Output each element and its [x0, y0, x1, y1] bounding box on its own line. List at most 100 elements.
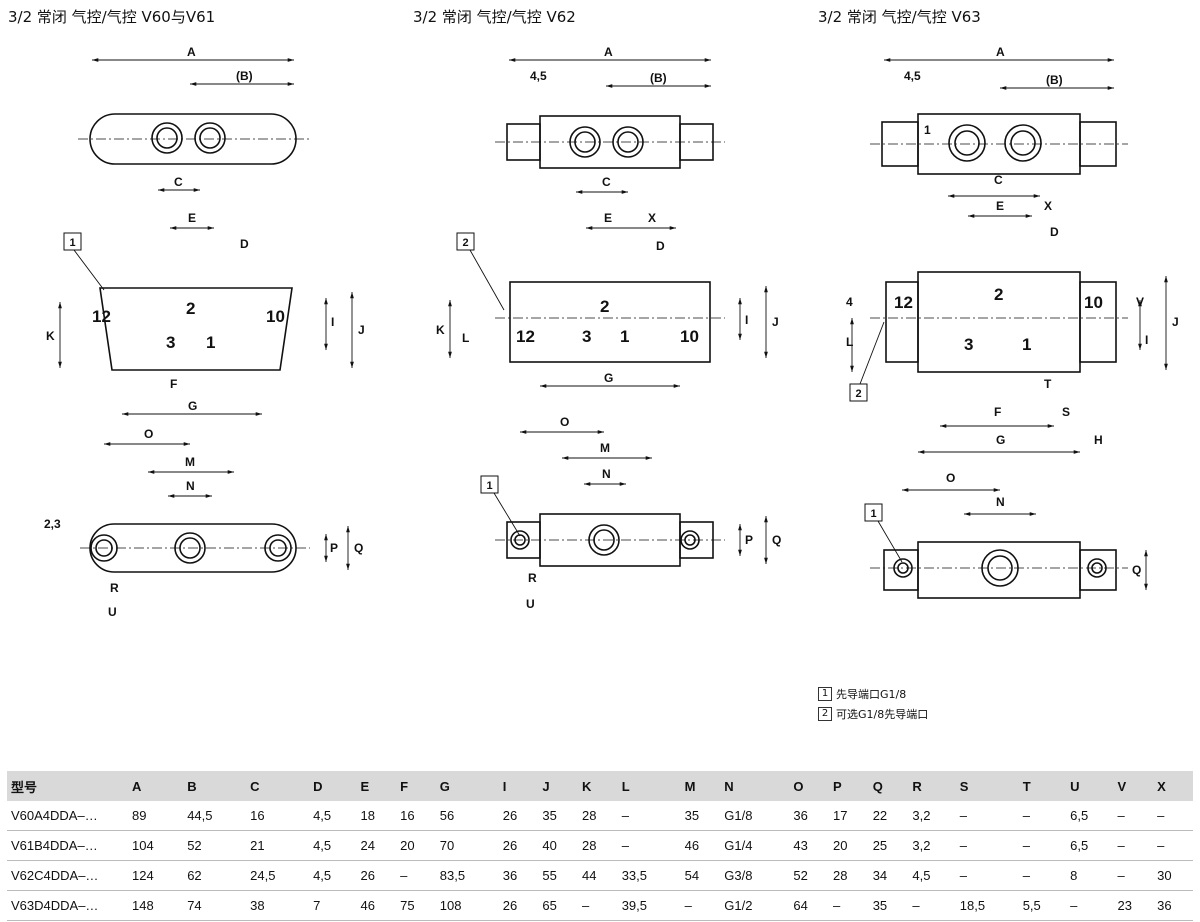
table-cell: – — [908, 890, 956, 921]
col-header: B — [183, 771, 247, 801]
v60-port-2: 2 — [186, 299, 195, 318]
table-cell: – — [396, 860, 436, 891]
table-cell: 35 — [680, 801, 721, 831]
table-cell: 4,5 — [309, 801, 357, 831]
col-header: D — [309, 771, 357, 801]
col-header: Q — [868, 771, 909, 801]
v62-callout-1: 1 — [486, 480, 492, 492]
v62-dim-a: A — [604, 45, 613, 59]
col-header: A — [128, 771, 184, 801]
v60-port-10: 10 — [266, 307, 285, 326]
v62-dim-i: I — [745, 313, 748, 327]
v63-port-3: 3 — [964, 335, 973, 354]
v60-dim-m: M — [185, 455, 195, 469]
title-v63: 3/2 常闭 气控/气控 V63 — [818, 8, 981, 26]
table-cell: 20 — [829, 830, 869, 861]
table-cell: 3,2 — [908, 830, 956, 861]
title-v62: 3/2 常闭 气控/气控 V62 — [413, 8, 576, 26]
v63-dim-j: J — [1172, 315, 1179, 329]
table-cell: 44 — [578, 860, 618, 891]
v60-dim-i: I — [331, 315, 334, 329]
table-cell: 33,5 — [617, 860, 681, 891]
table-cell: 24,5 — [246, 860, 310, 891]
v62-dim-g: G — [604, 371, 613, 385]
v63-dim-a: A — [996, 45, 1005, 59]
v62-dim-u: U — [526, 597, 535, 611]
table-cell: G1/8 — [720, 801, 790, 831]
v60-dim-f: F — [170, 377, 177, 391]
table-cell: 70 — [435, 830, 499, 861]
table-cell: – — [1018, 860, 1067, 891]
table-row: V63D4DDA–… 148 74 38 7 46 75 108 26 65 –… — [7, 890, 1193, 921]
table-cell: 38 — [246, 890, 310, 921]
table-cell: 52 — [789, 860, 830, 891]
v63-dim-4: 4 — [846, 295, 853, 309]
table-cell: 25 — [868, 830, 909, 861]
table-row: V60A4DDA–… 89 44,5 16 4,5 18 16 56 26 35… — [7, 801, 1193, 831]
col-header: F — [396, 771, 436, 801]
v63-dim-x: X — [1044, 199, 1052, 213]
table-cell: 46 — [356, 890, 397, 921]
table-cell: 28 — [578, 801, 618, 831]
table-cell: – — [955, 801, 1019, 831]
v62-dim-q: Q — [772, 533, 781, 547]
v63-dim-1: 1 — [924, 123, 931, 137]
v63-port-12: 12 — [894, 293, 913, 312]
table-cell: – — [1153, 801, 1193, 831]
table-cell: 6,5 — [1066, 801, 1114, 831]
table-cell: 34 — [868, 860, 909, 891]
v60-dim-e: E — [188, 211, 196, 225]
table-cell: 18 — [356, 801, 397, 831]
v62-dim-o: O — [560, 415, 569, 429]
table-cell: 18,5 — [955, 890, 1019, 921]
v62-port-3: 3 — [582, 327, 591, 346]
table-cell: – — [1113, 860, 1154, 891]
v62-dim-l: L — [462, 331, 469, 345]
table-cell: 28 — [829, 860, 869, 891]
table-header-row: 型号 A B C D E F G I J K L M N O P Q R S T… — [7, 771, 1193, 801]
table-cell: 20 — [396, 830, 436, 861]
table-cell: 89 — [128, 801, 184, 831]
table-cell: 4,5 — [908, 860, 956, 891]
v63-port-10: 10 — [1084, 293, 1103, 312]
col-header: U — [1066, 771, 1114, 801]
table-cell: – — [1018, 801, 1067, 831]
table-cell: – — [829, 890, 869, 921]
v63-dim-v: V — [1136, 295, 1144, 309]
legend-text: 可选G1/8先导端口 — [836, 708, 929, 721]
v63-dim-i: I — [1145, 333, 1148, 347]
legend-text: 先导端口G1/8 — [836, 688, 907, 701]
table-cell: 30 — [1153, 860, 1193, 891]
table-cell: 6,5 — [1066, 830, 1114, 861]
v62-port-10: 10 — [680, 327, 699, 346]
v62-dim-c: C — [602, 175, 611, 189]
table-cell: 17 — [829, 801, 869, 831]
table-cell: – — [955, 830, 1019, 861]
v63-dim-b: (B) — [1046, 73, 1063, 87]
table-cell: 35 — [868, 890, 909, 921]
table-cell: – — [1113, 830, 1154, 861]
table-cell: 36 — [789, 801, 830, 831]
v62-front-body — [509, 281, 711, 363]
col-header: X — [1153, 771, 1193, 801]
v60-port-12: 12 — [92, 307, 111, 326]
table-cell: 75 — [396, 890, 436, 921]
table-cell: 39,5 — [617, 890, 681, 921]
v63-dim-d: D — [1050, 225, 1059, 239]
v62-dim-m: M — [600, 441, 610, 455]
v60-dim-g: G — [188, 399, 197, 413]
table-cell: 43 — [789, 830, 830, 861]
v63-dim-g: G — [996, 433, 1005, 447]
table-cell: 23 — [1113, 890, 1154, 921]
v62-dim-p: P — [745, 533, 753, 547]
table-cell: 56 — [435, 801, 499, 831]
table-cell: 28 — [578, 830, 618, 861]
v60-callout-1: 1 — [69, 237, 75, 249]
table-cell: 148 — [128, 890, 184, 921]
table-cell: – — [680, 890, 721, 921]
v62-dim-x: X — [648, 211, 656, 225]
v60-dim-o: O — [144, 427, 153, 441]
col-header: C — [246, 771, 310, 801]
v60-dim-n: N — [186, 479, 195, 493]
table-row: V62C4DDA–… 124 62 24,5 4,5 26 – 83,5 36 … — [7, 860, 1193, 891]
